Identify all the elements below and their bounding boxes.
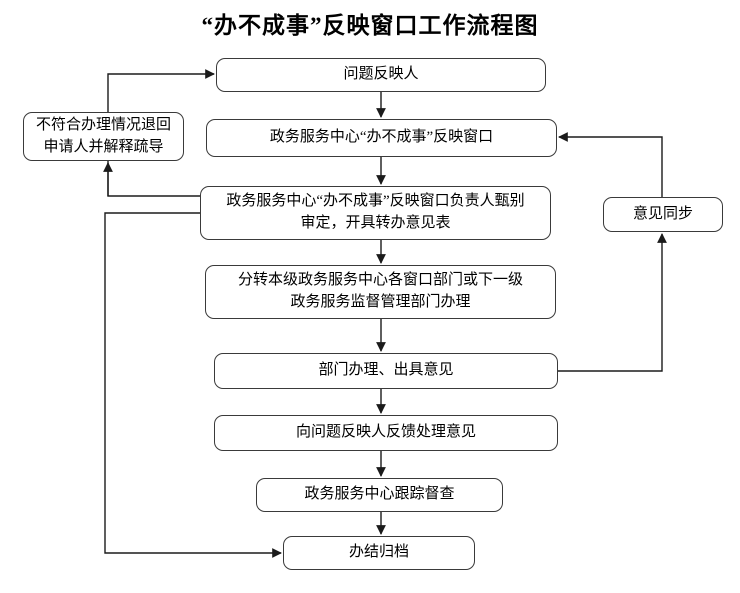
node-return-applicant-label: 不符合办理情况退回申请人并解释疏导 [35, 116, 171, 155]
node-opinion-sync[interactable]: 意见同步 [603, 197, 723, 232]
node-supervision-label: 政务服务中心跟踪督查 [304, 486, 455, 503]
node-window[interactable]: 政务服务中心“办不成事”反映窗口 [206, 119, 557, 157]
edge-department-to-sync [558, 233, 667, 372]
node-feedback[interactable]: 向问题反映人反馈处理意见 [214, 415, 558, 451]
node-screening[interactable]: 政务服务中心“办不成事”反映窗口负责人甄别审定，开具转办意见表 [200, 186, 551, 240]
node-supervision[interactable]: 政务服务中心跟踪督查 [256, 478, 503, 512]
node-reporter[interactable]: 问题反映人 [216, 58, 546, 92]
node-reporter-label: 问题反映人 [343, 66, 419, 83]
node-archive-label: 办结归档 [348, 544, 409, 561]
node-feedback-label: 向问题反映人反馈处理意见 [295, 424, 476, 441]
node-archive[interactable]: 办结归档 [283, 536, 475, 570]
node-dispatch[interactable]: 分转本级政务服务中心各窗口部门或下一级政务服务监督管理部门办理 [205, 265, 556, 319]
node-department-handle-label: 部门办理、出具意见 [318, 362, 454, 379]
edge-sync-to-window [558, 132, 663, 197]
node-window-label: 政务服务中心“办不成事”反映窗口 [269, 129, 494, 146]
node-opinion-sync-label: 意见同步 [632, 205, 693, 222]
page-title: “办不成事”反映窗口工作流程图 [201, 13, 539, 38]
node-department-handle[interactable]: 部门办理、出具意见 [214, 353, 558, 389]
node-screening-label: 政务服务中心“办不成事”反映窗口负责人甄别审定，开具转办意见表 [226, 193, 525, 231]
node-dispatch-label: 分转本级政务服务中心各窗口部门或下一级政务服务监督管理部门办理 [237, 272, 523, 310]
node-return-applicant[interactable]: 不符合办理情况退回申请人并解释疏导 [23, 112, 184, 161]
